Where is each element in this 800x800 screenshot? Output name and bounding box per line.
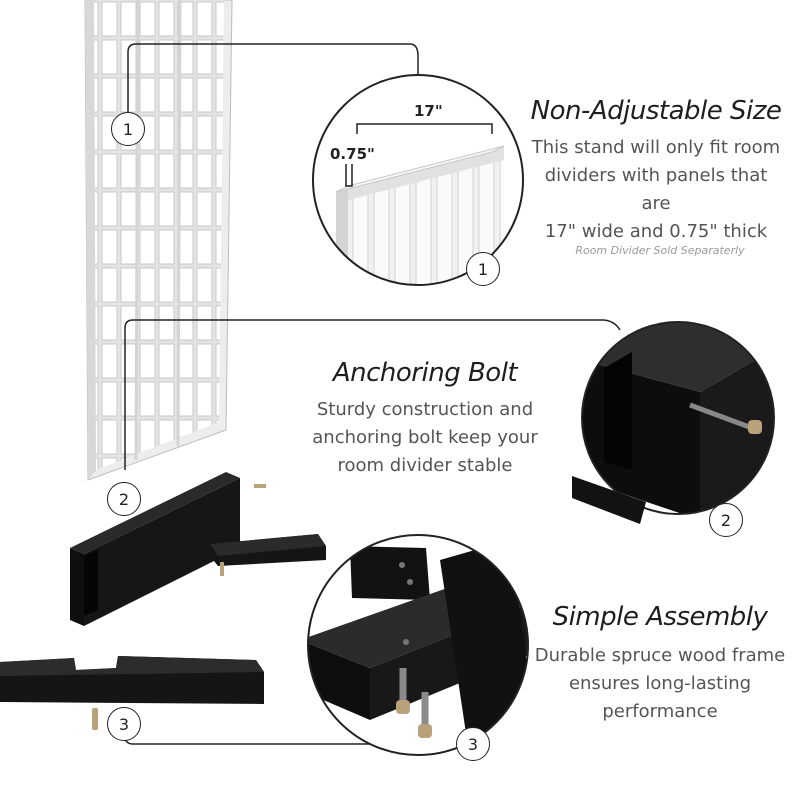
feature-description-bolt: Sturdy construction and anchoring bolt k… <box>300 396 550 480</box>
callout-badge-2-detail: 2 <box>709 503 743 537</box>
callout-badge-3: 3 <box>107 707 141 741</box>
callout-badge-2: 2 <box>107 482 141 516</box>
description-line: ensures long-lasting <box>568 673 752 694</box>
stand-base-upper <box>70 472 326 626</box>
description-line: This stand will only fit room <box>531 137 781 158</box>
room-divider-panel <box>84 0 233 481</box>
wood-edge <box>572 476 646 524</box>
detail-circle-anchoring-bolt <box>581 321 775 515</box>
description-line: room divider stable <box>337 455 513 476</box>
description-line: Sturdy construction and <box>316 399 534 420</box>
detail-circle-assembly <box>307 534 529 756</box>
detail-circle-panel-size <box>312 74 524 286</box>
feature-title-assembly: Simple Assembly <box>552 602 768 632</box>
feature-description-assembly: Durable spruce wood frame ensures long-l… <box>530 642 790 726</box>
description-line: performance <box>602 701 718 722</box>
feature-title-bolt: Anchoring Bolt <box>332 358 518 388</box>
feature-title-size: Non-Adjustable Size <box>530 96 782 126</box>
dimension-width-label: 17" <box>414 102 443 120</box>
dimension-thickness-label: 0.75" <box>330 145 375 163</box>
description-line: anchoring bolt keep your <box>312 427 538 448</box>
feature-description-size: This stand will only fit room dividers w… <box>528 134 784 246</box>
sold-separately-note: Room Divider Sold Separaterly <box>575 244 745 257</box>
callout-badge-3-detail: 3 <box>456 727 490 761</box>
callout-badge-1-detail: 1 <box>466 252 500 286</box>
callout-badge-1: 1 <box>111 112 145 146</box>
description-line: dividers with panels that are <box>544 165 768 214</box>
description-line: Durable spruce wood frame <box>534 645 786 666</box>
stand-base-lower <box>0 656 264 730</box>
description-line: 17" wide and 0.75" thick <box>544 221 768 242</box>
